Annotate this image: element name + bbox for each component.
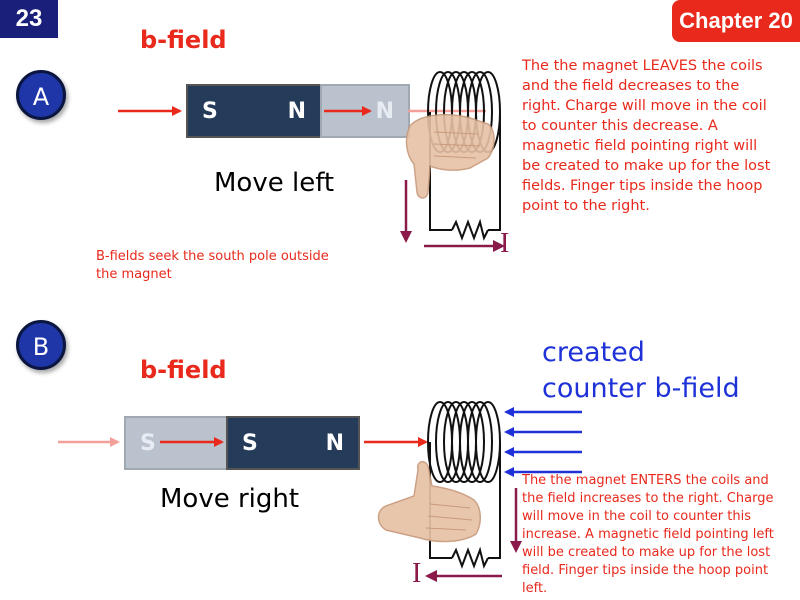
magnet-a-south-pole: S — [202, 98, 218, 124]
section-b-explanation: The the magnet ENTERS the coils and the … — [522, 473, 774, 596]
magnet-a-north-pole: N — [287, 98, 306, 124]
counter-bfield-title-line2: counter b-field — [542, 373, 740, 404]
slide-number: 23 — [0, 0, 58, 38]
magnet-b: S N — [226, 416, 360, 470]
section-a-bfield-heading: b-field — [140, 26, 227, 54]
coil-b-icon — [427, 401, 501, 559]
section-b-badge: B — [16, 320, 66, 370]
section-b-bfield-heading: b-field — [140, 356, 227, 384]
section-a-move-caption: Move left — [214, 168, 335, 198]
counter-bfield-title-line1: created — [542, 337, 645, 368]
magnet-b-ghost-south-pole: S — [140, 430, 156, 456]
section-a-side-note: B-fields seek the south pole outside the… — [96, 249, 329, 282]
thumb-up-hand-icon — [377, 460, 481, 543]
section-b-move-caption: Move right — [160, 484, 300, 514]
section-b-current-label: I — [412, 558, 422, 589]
magnet-b-north-pole: N — [325, 430, 344, 456]
resistor-a-icon — [451, 218, 489, 241]
counter-bfield-arrows — [504, 407, 582, 477]
magnet-a-ghost-north-pole: N — [375, 98, 394, 124]
thumb-down-hand-icon — [405, 113, 495, 199]
resistor-b-icon — [451, 546, 489, 569]
chapter-badge: Chapter 20 — [672, 0, 800, 42]
magnet-b-south-pole: S — [242, 430, 258, 456]
section-a-explanation: The the magnet LEAVES the coils and the … — [522, 58, 771, 214]
section-a-badge: A — [16, 70, 66, 120]
